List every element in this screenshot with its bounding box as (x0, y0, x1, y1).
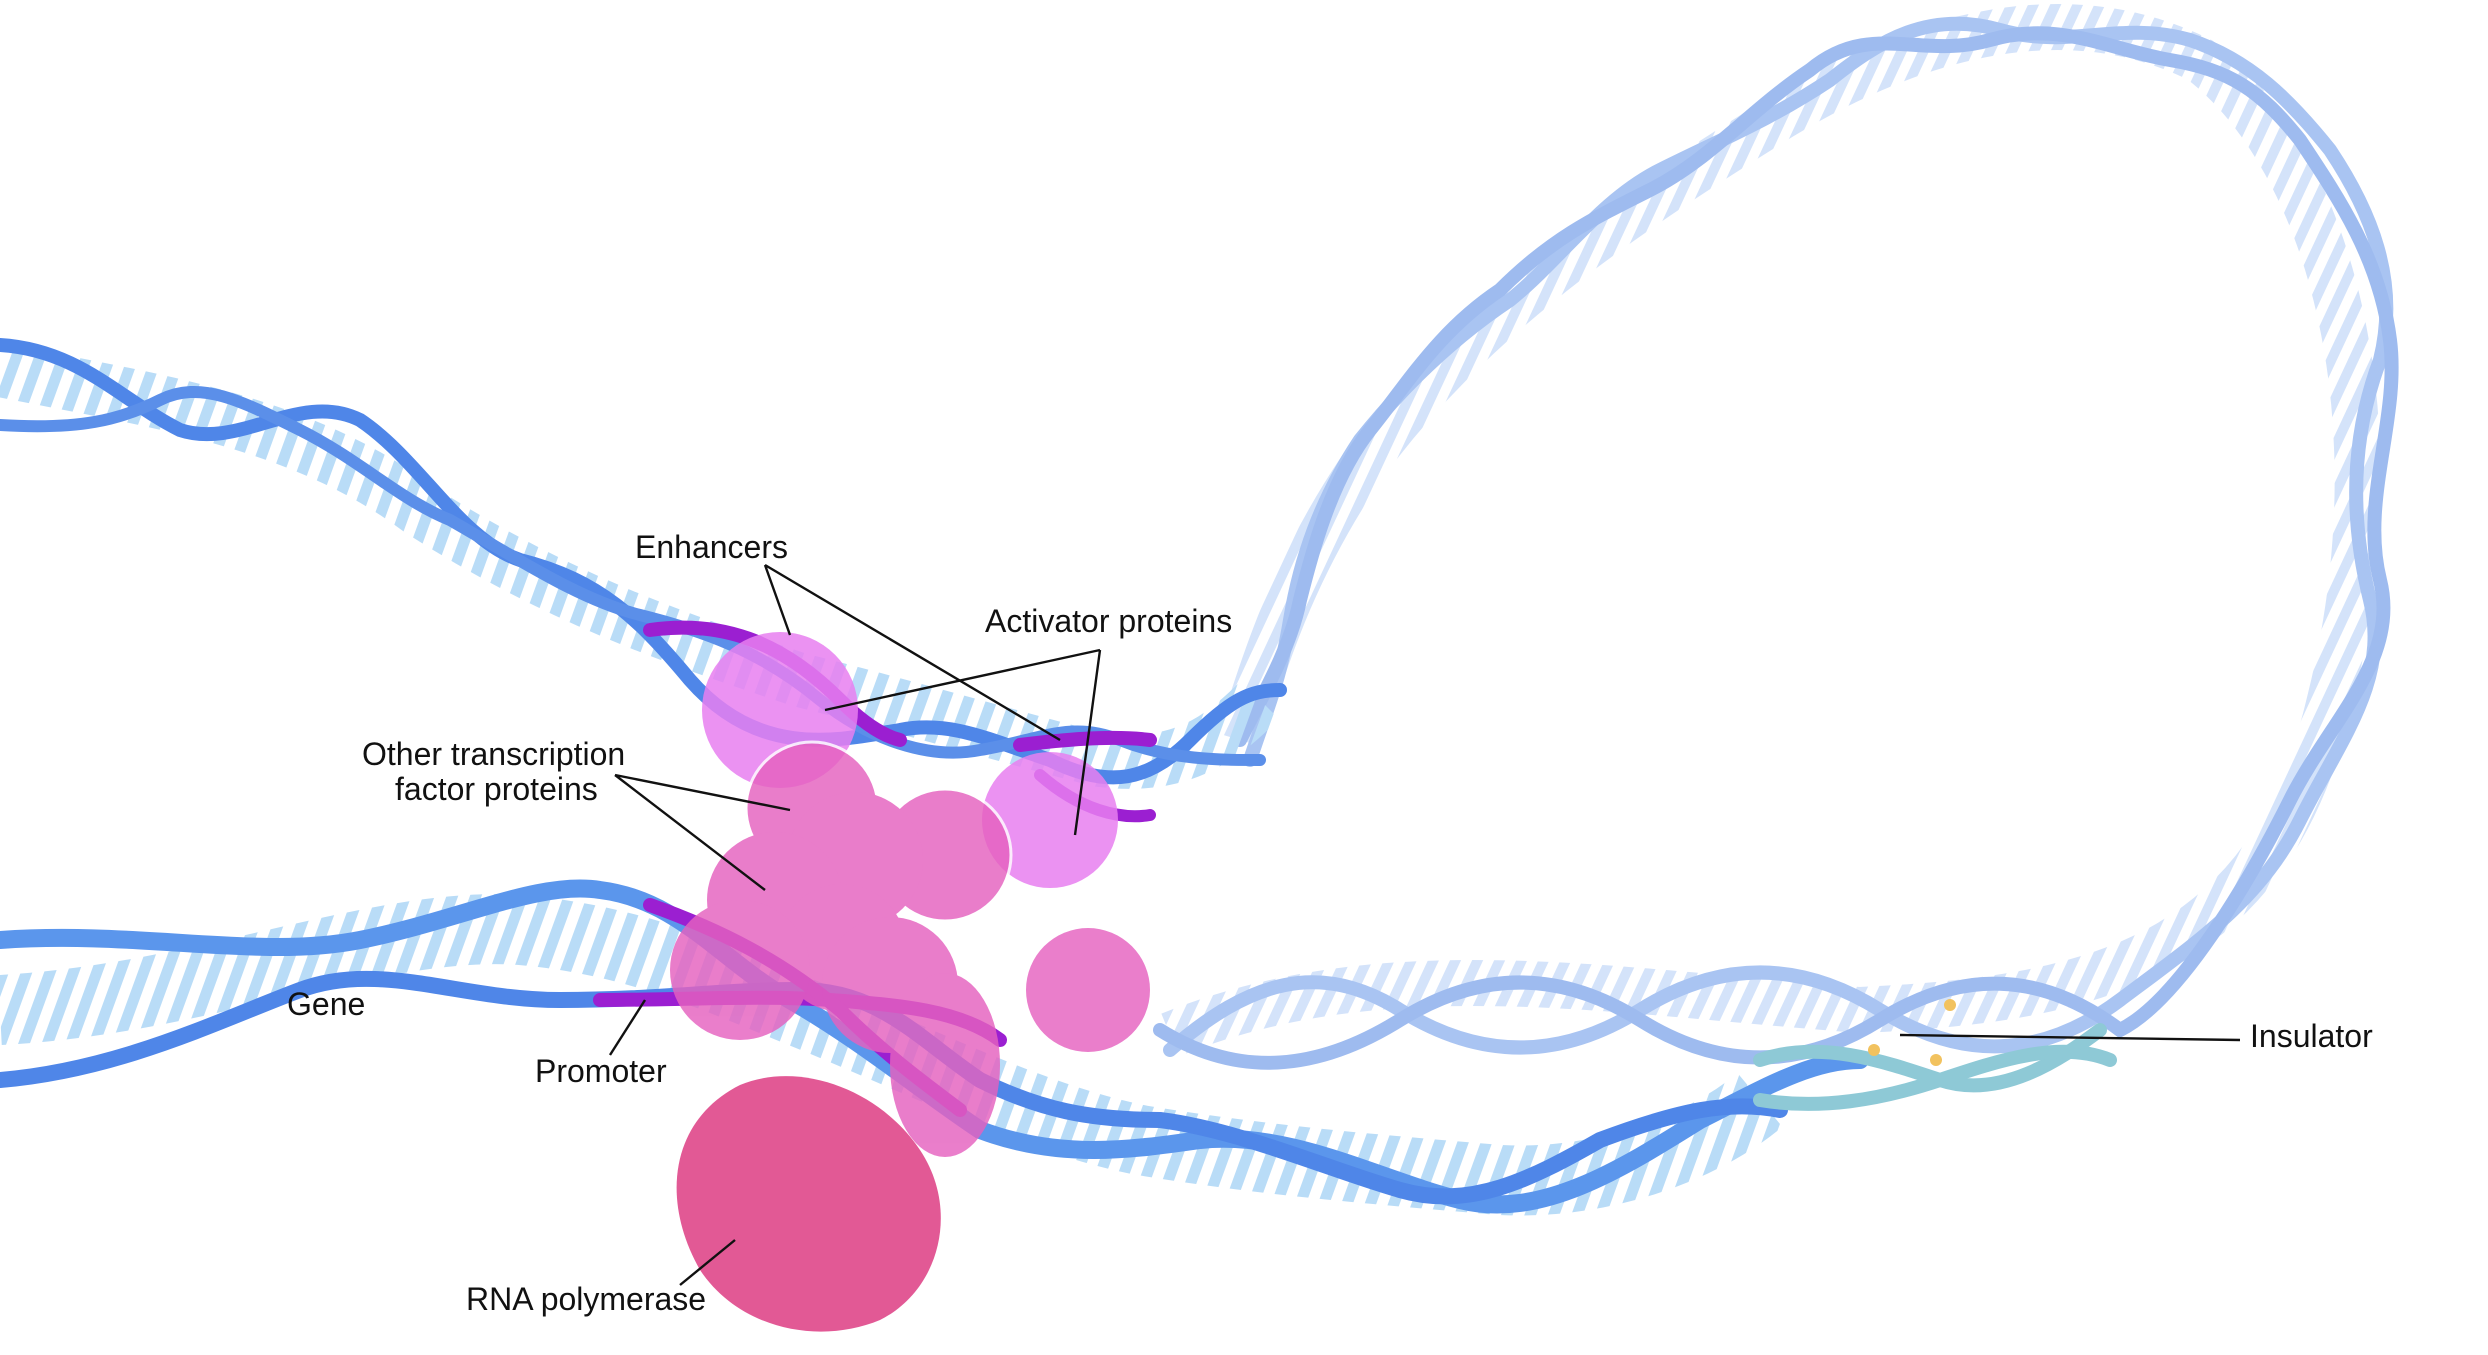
dna-loop (1153, 4, 2399, 1070)
insulator-dot (1944, 999, 1956, 1011)
label-activator-proteins: Activator proteins (985, 603, 1232, 639)
transcription-factor-proteins (670, 740, 1150, 1157)
insulator-leader (1899, 1033, 2241, 1042)
rna-polymerase-leader (679, 1239, 736, 1286)
other-tf-leader (614, 773, 791, 891)
transcription-factor-protein (670, 900, 810, 1040)
enhancers-leader (763, 563, 1061, 742)
transcription-factor-protein (1026, 928, 1150, 1052)
dna-loop-strand-a (1163, 16, 2394, 1057)
dna-upper-strand-b (0, 386, 1266, 766)
label-insulator: Insulator (2250, 1018, 2373, 1054)
label-rna-polymerase: RNA polymerase (466, 1281, 706, 1317)
label-leader-lines (608, 563, 2241, 1286)
label-other-tf-line1: Other transcription (362, 736, 625, 772)
insulator-highlight-b (1753, 1044, 2117, 1111)
dna-loop-rungs (1161, 4, 2381, 1057)
promoter-leader (608, 999, 647, 1056)
labels: Enhancers Activator proteins Other trans… (287, 529, 2373, 1317)
dna-upper-strand-a (0, 338, 1287, 785)
label-gene: Gene (287, 986, 365, 1022)
insulator-dot (1868, 1044, 1880, 1056)
activator-proteins-leader (824, 648, 1102, 836)
insulator-dot (1930, 1054, 1942, 1066)
transcription-factor-protein (890, 973, 1000, 1157)
rna-polymerase-shape (676, 1076, 941, 1332)
dna-lower-segment (0, 879, 2117, 1216)
label-other-tf-line2: factor proteins (395, 771, 598, 807)
label-promoter: Promoter (535, 1053, 667, 1089)
dna-loop-strand-b (1153, 26, 2399, 1070)
label-enhancers: Enhancers (635, 529, 788, 565)
enhancer-right-highlight (1013, 730, 1157, 752)
activator-protein (982, 752, 1118, 888)
